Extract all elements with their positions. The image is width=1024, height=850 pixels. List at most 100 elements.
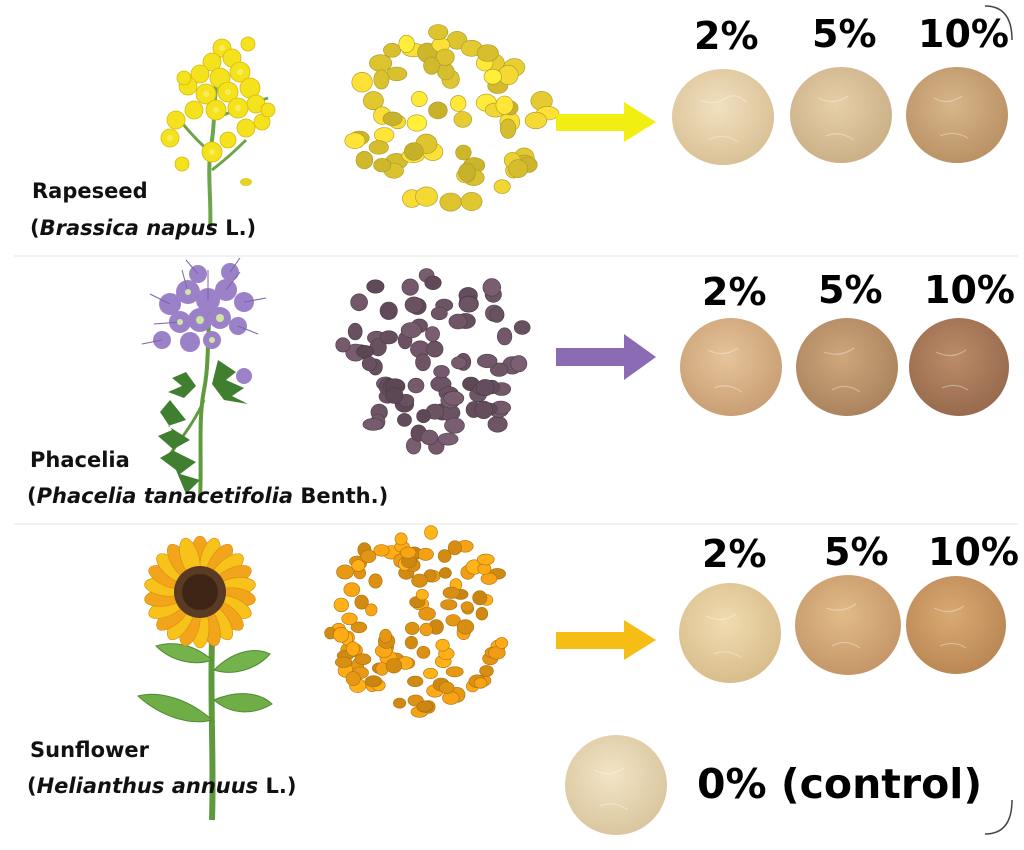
pollen-pellet — [411, 573, 428, 588]
phacelia-pollen-pellets — [335, 268, 531, 455]
sunflower-pct-2: 2% — [702, 532, 767, 576]
pollen-pellet — [487, 415, 508, 433]
frame-corner — [984, 5, 1013, 41]
pollen-pellet — [428, 101, 448, 120]
pollen-pellet — [482, 278, 501, 297]
cookie-phacelia-2pct — [680, 318, 782, 416]
pollen-pellet — [426, 340, 444, 358]
pollen-pellet — [400, 322, 422, 339]
pollen-pellet — [435, 638, 450, 652]
pollen-pellet — [444, 417, 465, 434]
pollen-pellet — [368, 140, 389, 155]
pollen-pellet — [495, 637, 509, 649]
pollen-pellet — [336, 564, 354, 580]
pollen-pellet — [423, 667, 438, 679]
pollen-pellet — [437, 549, 452, 563]
pollen-pellet — [393, 697, 407, 709]
pollen-pellet — [475, 379, 495, 397]
pollen-pellet — [442, 586, 461, 599]
pollen-pellet — [410, 91, 428, 108]
pollen-pellet — [379, 628, 392, 644]
pollen-pellet — [356, 345, 374, 359]
pollen-pellet — [474, 400, 493, 420]
pollen-pellet — [350, 293, 368, 312]
pollen-pellet — [398, 34, 415, 53]
pollen-pellet — [416, 409, 431, 424]
pollen-pellet — [341, 612, 358, 625]
sunflower-pct-5: 5% — [824, 530, 889, 574]
pollen-pellet — [401, 278, 419, 296]
pollen-pellet — [385, 386, 404, 404]
pollen-pellet — [383, 42, 402, 58]
arrow-sunflower — [556, 620, 656, 660]
pollen-pellet — [351, 559, 366, 572]
pollen-pellet — [483, 68, 502, 85]
pollen-pellet — [443, 390, 465, 406]
pollen-pellet — [433, 365, 450, 379]
pollen-pellet — [455, 144, 472, 161]
pollen-pellet — [345, 671, 361, 686]
pollen-pellet — [351, 71, 373, 93]
pollen-pellet — [416, 700, 433, 713]
pollen-pellet — [366, 279, 385, 294]
rapeseed-latin-genus-species: Brassica napus — [39, 216, 218, 240]
sunflower-common-name: Sunflower — [30, 738, 150, 762]
pollen-pellet — [385, 658, 403, 674]
sunflower-latin-name: (Helianthus annuus L.) — [27, 774, 297, 798]
pollen-pellet — [500, 118, 517, 139]
pollen-pellet — [354, 594, 369, 610]
rapeseed-pct-10: 10% — [918, 12, 1009, 56]
pollen-pellet — [374, 127, 395, 143]
pollen-pellet — [416, 646, 431, 659]
pollen-pellet — [362, 91, 384, 111]
pollen-pellet — [354, 653, 372, 666]
pollen-pellet — [524, 111, 548, 130]
pollen-pellet — [405, 621, 420, 635]
pollen-pellet — [407, 377, 425, 394]
pollen-pellet — [373, 69, 390, 90]
pollen-pellet — [437, 62, 455, 81]
frame-corner — [984, 799, 1013, 835]
cookie-phacelia-5pct — [796, 318, 898, 416]
pollen-pellet — [379, 330, 398, 345]
pollen-pellet — [451, 356, 467, 370]
pollen-pellet — [490, 362, 509, 377]
pollen-pellet — [439, 567, 452, 579]
pollen-pellet — [510, 355, 528, 373]
pollen-pellet — [369, 54, 393, 72]
pollen-pellet — [355, 151, 374, 170]
pollen-pellet — [425, 326, 440, 342]
pollen-pellet — [364, 675, 383, 688]
pollen-pellet — [344, 132, 366, 149]
pollen-pellet — [382, 111, 403, 127]
pollen-pellet — [437, 432, 459, 446]
pollen-pellet — [489, 306, 505, 323]
pollen-pellet — [439, 681, 455, 694]
pollen-pellet — [343, 582, 361, 597]
pollen-pellet — [386, 66, 408, 82]
pollen-pellet — [419, 622, 433, 637]
pollen-pellet — [368, 573, 383, 589]
phacelia-common-name: Phacelia — [30, 448, 130, 472]
cookie-sunflower-5pct — [795, 575, 901, 675]
pollen-pellet — [430, 306, 448, 321]
pollen-pellet — [448, 313, 468, 330]
phacelia-pct-2: 2% — [702, 270, 767, 314]
pollen-pellet — [477, 353, 498, 369]
pollen-pellet — [445, 614, 461, 627]
pollen-pellet — [400, 546, 417, 559]
phacelia-latin-authority: Benth. — [300, 484, 379, 508]
pollen-pellet — [360, 549, 377, 563]
rapeseed-latin-name: (Brassica napus L.) — [30, 216, 257, 240]
pollen-pellet — [476, 44, 499, 62]
pollen-pellet — [439, 192, 462, 212]
pollen-pellet — [424, 525, 438, 540]
sunflower-latin-genus-species: Helianthus annuus — [36, 774, 259, 798]
arrow-rapeseed — [556, 102, 656, 142]
pollen-pellet — [472, 590, 488, 606]
pollen-pellet — [418, 607, 436, 621]
pollen-pellet — [508, 159, 528, 178]
pollen-pellet — [447, 540, 462, 556]
pollen-pellet — [479, 665, 494, 677]
